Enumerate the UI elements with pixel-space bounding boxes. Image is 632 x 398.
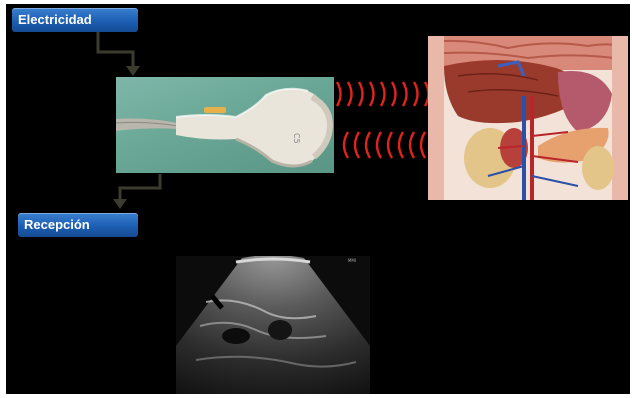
arrow-transducer-to-recepcion: [113, 174, 160, 209]
emitted-waves: [337, 82, 429, 106]
abdominal-anatomy-illustration: [428, 36, 628, 200]
ultrasound-scan-image: MMI: [176, 256, 370, 394]
arrow-electricidad-to-transducer: [98, 32, 140, 76]
ultrasound-marker: MMI: [348, 258, 356, 263]
anatomy-icon: [428, 36, 628, 200]
reflected-waves: [344, 132, 436, 158]
ultrasound-transducer-photo: C5: [116, 77, 334, 173]
transducer-icon: C5: [116, 77, 334, 173]
svg-text:C5: C5: [292, 133, 301, 144]
ultrasound-icon: [176, 256, 370, 394]
diagram-canvas: Electricidad Recepción: [6, 4, 630, 394]
